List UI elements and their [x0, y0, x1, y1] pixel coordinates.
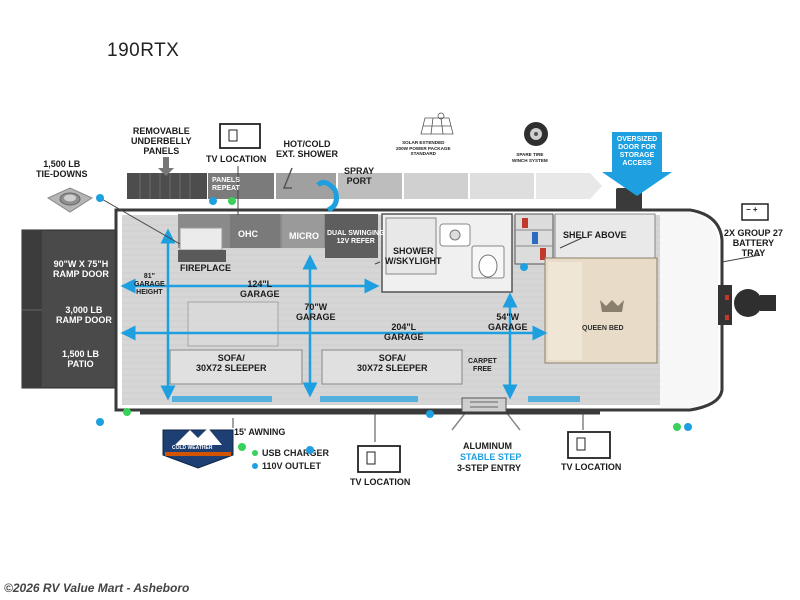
solar-panel-icon — [420, 112, 454, 135]
hitch — [718, 285, 776, 325]
outlet-dot-icon — [306, 446, 314, 454]
tie-downs-label: 1,500 LB TIE-DOWNS — [36, 159, 88, 179]
spare-tire-label: SPARE TIRE WINCH SYSTEM — [512, 152, 548, 163]
sofa-left-label: SOFA/ 30x72 SLEEPER — [196, 353, 267, 373]
underbelly-panel-strip — [127, 173, 602, 199]
queen-bed-label: QUEEN BED — [582, 325, 624, 332]
tv-icon-bottom-right — [567, 431, 611, 459]
carpet-free-label: CARPET FREE — [468, 358, 497, 373]
garage-70-label: 70"W GARAGE — [296, 302, 336, 322]
usb-dot-icon — [238, 443, 246, 451]
usb-dot-icon — [123, 408, 131, 416]
tv-location-top-label: TV LOCATION — [206, 154, 267, 164]
ramp-door-weight-label: 3,000 LB RAMP DOOR — [56, 305, 112, 325]
battery-tray-label: 2X GROUP 27 BATTERY TRAY — [724, 228, 783, 258]
entry-label: 3-STEP ENTRY — [457, 463, 522, 473]
usb-dot-icon — [252, 450, 258, 456]
garage-dimension-arrows — [120, 228, 548, 401]
usb-dot-icon — [673, 423, 681, 431]
kitchen-counter — [178, 214, 378, 258]
battery-symbols: − + — [746, 205, 758, 214]
ramp-door — [21, 229, 117, 389]
solar-label: SOLAR EXTENDED 200W POWER PACKAGE STANDA… — [396, 140, 451, 156]
oversized-door-label: OVERSIZED DOOR FOR STORAGE ACCESS — [616, 136, 658, 167]
garage-54-label: 54"W GARAGE — [488, 312, 528, 332]
hot-cold-shower-label: HOT/COLD EXT. SHOWER — [276, 139, 339, 159]
garage-height-label: 81" GARAGE HEIGHT — [134, 273, 165, 296]
outlet-dot-icon — [426, 410, 434, 418]
battery-icon — [741, 203, 769, 221]
fireplace-label: FIREPLACE — [180, 263, 232, 273]
outlet-dot-icon — [209, 197, 217, 205]
usb-charger-label: USB CHARGER — [262, 448, 330, 458]
cold-weather-badge — [162, 428, 234, 469]
garage-124-label: 124"L GARAGE — [240, 279, 280, 299]
panels-repeat-label: PANELS REPEAT — [212, 177, 240, 192]
outlet-dot-icon — [520, 263, 528, 271]
aluminum-label: ALUMINUM — [463, 441, 512, 451]
spray-port-label: SPRAY PORT — [344, 166, 375, 186]
legend-outlet: 110V OUTLET — [252, 461, 321, 471]
tv-icon-bottom-left — [357, 445, 401, 473]
outlet-dot-icon — [252, 463, 258, 469]
down-arrow-icon — [158, 157, 174, 176]
ohc-label: OHC — [238, 229, 258, 239]
refer-label: DUAL SWINGING 12V REFER — [327, 230, 385, 245]
shelf-above-label: SHELF ABOVE — [563, 230, 627, 240]
bathroom — [381, 213, 513, 293]
oversized-door-arrow — [602, 132, 672, 196]
callout-lines — [99, 166, 761, 442]
queen-bed — [544, 257, 658, 364]
patio-label: 1,500 LB PATIO — [62, 349, 100, 369]
shower-label: SHOWER w/SKYLIGHT — [385, 246, 442, 266]
tv-location-bottom-right-label: TV LOCATION — [561, 462, 622, 472]
copyright-text: ©2026 RV Value Mart - Asheboro — [4, 581, 190, 595]
garage-204-label: 204"L GARAGE — [384, 322, 424, 342]
usb-dot-icon — [228, 197, 236, 205]
removable-panels-label: REMOVABLE UNDERBELLY PANELS — [131, 126, 192, 156]
windows-bottom — [172, 396, 580, 402]
outlet-label: 110V OUTLET — [262, 461, 322, 471]
tv-icon-top — [219, 123, 261, 149]
pantry-shelves — [514, 213, 554, 265]
outlet-dot-icon — [684, 423, 692, 431]
outlet-dot-icon — [96, 194, 104, 202]
spare-tire-icon — [524, 122, 548, 146]
cold-weather-label: COLD WEATHER — [172, 445, 213, 451]
model-title: 190RTX — [107, 40, 180, 61]
outlet-dot-icon — [96, 418, 104, 426]
micro-label: MICRO — [289, 231, 319, 241]
fireplace-unit — [178, 250, 226, 262]
ramp-door-size-label: 90"W x 75"H RAMP DOOR — [53, 259, 109, 279]
tie-down-icon — [46, 187, 94, 213]
sofa-right-label: SOFA/ 30x72 SLEEPER — [357, 353, 428, 373]
stable-step-label: STABLE STEP — [460, 452, 522, 462]
tv-location-bottom-left-label: TV LOCATION — [350, 477, 411, 487]
legend-usb: USB CHARGER — [252, 448, 329, 458]
awning-label: 15' AWNING — [234, 427, 286, 437]
